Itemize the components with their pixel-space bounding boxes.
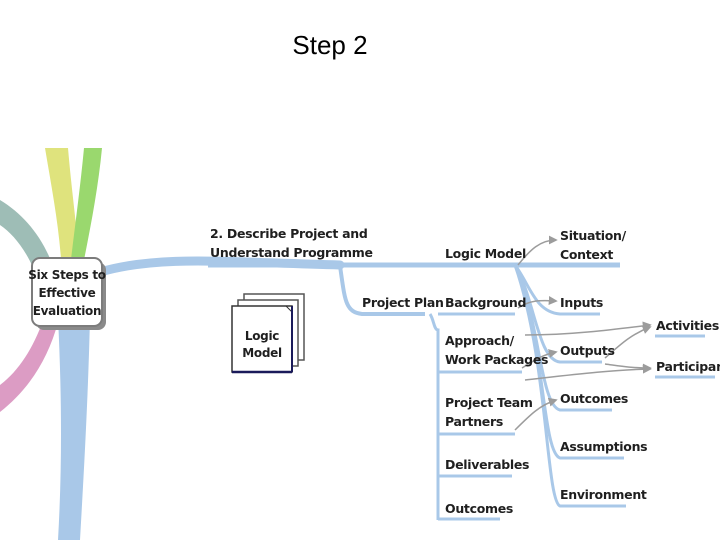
node-approach-line1: Approach/ [445,333,515,348]
node-activities: Activities [656,318,719,333]
green-branch [70,148,102,270]
root-label-line2: Effective [38,286,95,300]
arrow-to-situation [517,235,558,266]
pink-branch [0,315,58,412]
yellow-branch [45,148,80,275]
node-approach-line2: Work Packages [445,352,548,367]
document-stack-icon [231,293,305,374]
node-project-plan: Project Plan [362,295,444,310]
step-label-line1: 2. Describe Project and [210,226,368,241]
arrow-team-outcomes [514,397,558,431]
blue-trunk [58,318,90,540]
node-situation-line2: Context [560,247,613,262]
node-outputs: Outputs [560,343,615,358]
node-inputs: Inputs [560,295,603,310]
arrow-outputs-activities [604,325,652,359]
fan-environment [513,264,626,508]
slide-title: Step 2 [292,30,368,60]
root-label-line1: Six Steps to [28,268,106,282]
root-node [31,257,103,327]
node-team-line1: Project Team [445,395,533,410]
step-label-line2: Understand Programme [210,245,373,260]
root-label-line3: Evaluation [33,304,102,318]
project-plan-branch [338,265,425,316]
arrow-outputs-participants [604,363,652,373]
node-situation-line1: Situation/ [560,228,627,243]
node-team-line2: Partners [445,414,503,429]
node-assumptions: Assumptions [560,439,647,454]
arrow-participants [524,364,652,381]
node-environment: Environment [560,487,647,502]
document-label-line1: Logic [245,329,279,343]
node-background: Background [445,295,526,310]
node-logic-model: Logic Model [445,246,526,261]
arrow-background-inputs [517,296,558,309]
node-deliverables: Deliverables [445,457,529,472]
arrow-approach-outputs [521,349,558,369]
arrow-activities [524,321,652,336]
project-plan-spine [428,313,440,520]
node-participants: Participants [656,359,720,374]
node-outcomes-right: Outcomes [560,391,628,406]
node-outcomes-left: Outcomes [445,501,513,516]
document-label-line2: Model [242,346,282,360]
